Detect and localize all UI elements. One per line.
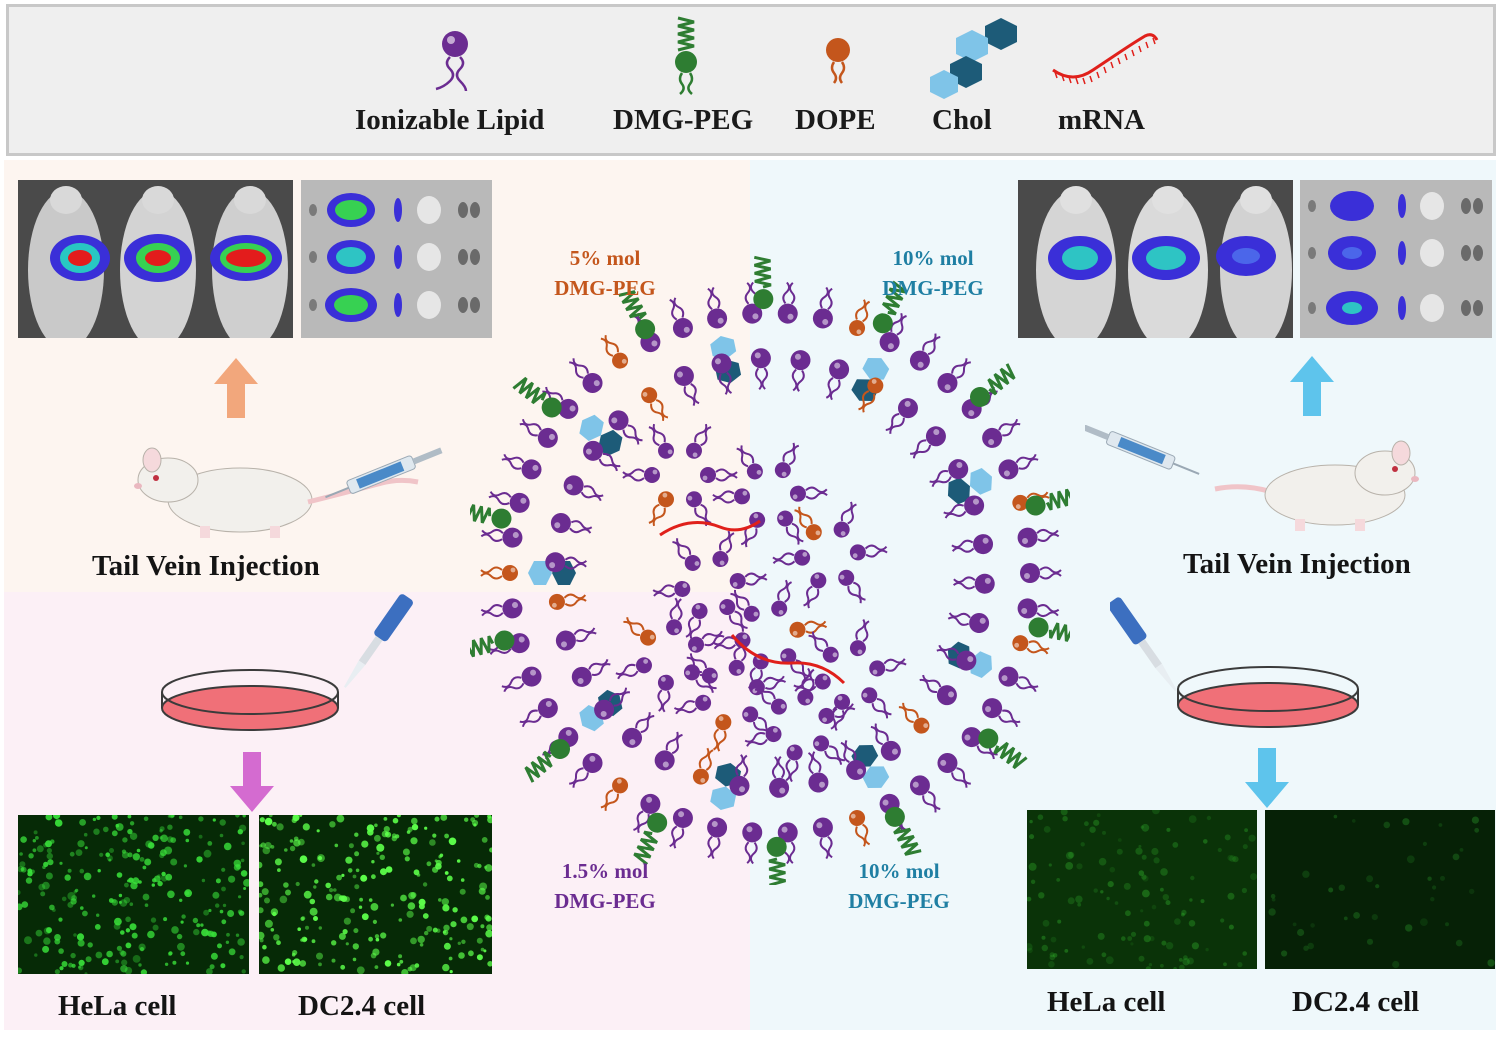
- dc24-fluorescence-image-left: [259, 815, 492, 974]
- annotation-top-left-line1: 5% mol: [569, 246, 641, 270]
- arrow-up-icon-left: [214, 358, 258, 418]
- ivis-organs-image-right: [1300, 180, 1492, 338]
- petri-dish-pipette-illustration-right: [1110, 597, 1359, 728]
- dc24-cell-label-left: DC2.4 cell: [298, 990, 426, 1022]
- arrow-down-icon-right: [1245, 748, 1289, 808]
- legend-icons: [435, 16, 1159, 99]
- legend-label-chol: Chol: [932, 104, 992, 136]
- arrow-up-icon-right: [1290, 356, 1334, 416]
- annotation-top-left: 5% mol DMG-PEG: [540, 243, 670, 303]
- annotation-bottom-left-line1: 1.5% mol: [561, 859, 649, 883]
- annotation-bottom-right-line2: DMG-PEG: [848, 889, 950, 913]
- annotation-bottom-right-line1: 10% mol: [858, 859, 940, 883]
- petri-dish-pipette-illustration-left: [161, 594, 413, 731]
- annotation-bottom-left-line2: DMG-PEG: [554, 889, 656, 913]
- annotation-top-right-line1: 10% mol: [892, 246, 974, 270]
- ionizable-lipid-icon: [435, 31, 468, 92]
- ivis-mice-image-left: [18, 180, 293, 338]
- tail-vein-injection-label-right: Tail Vein Injection: [1183, 548, 1411, 580]
- hela-fluorescence-image-left: [18, 815, 249, 974]
- hela-cell-label-right: HeLa cell: [1047, 986, 1166, 1018]
- legend-label-ionizable-lipid: Ionizable Lipid: [355, 104, 545, 136]
- tail-vein-injection-label-left: Tail Vein Injection: [92, 550, 320, 582]
- lipid-nanoparticle-illustration: [470, 255, 1070, 885]
- dc24-cell-label-right: DC2.4 cell: [1292, 986, 1420, 1018]
- mrna-icon: [1052, 33, 1159, 85]
- legend-label-mrna: mRNA: [1058, 104, 1145, 136]
- mouse-syringe-illustration-right: [1085, 425, 1419, 531]
- annotation-bottom-right: 10% mol DMG-PEG: [834, 856, 964, 916]
- chol-icon: [930, 18, 1017, 99]
- arrow-down-icon-left: [230, 752, 274, 812]
- dmg-peg-icon: [675, 16, 697, 95]
- legend-label-dmg-peg: DMG-PEG: [613, 104, 754, 136]
- ivis-mice-image-right: [1018, 180, 1293, 338]
- legend-panel: [6, 4, 1496, 156]
- legend-label-dope: DOPE: [795, 104, 876, 136]
- dc24-fluorescence-image-right: [1265, 810, 1495, 969]
- mouse-syringe-illustration-left: [134, 447, 443, 538]
- ivis-organs-image-left: [301, 180, 492, 338]
- hela-fluorescence-image-right: [1027, 810, 1257, 969]
- annotation-bottom-left: 1.5% mol DMG-PEG: [540, 856, 670, 916]
- dope-icon: [826, 38, 850, 84]
- annotation-top-left-line2: DMG-PEG: [554, 276, 656, 300]
- annotation-top-right-line2: DMG-PEG: [882, 276, 984, 300]
- hela-cell-label-left: HeLa cell: [58, 990, 177, 1022]
- annotation-top-right: 10% mol DMG-PEG: [868, 243, 998, 303]
